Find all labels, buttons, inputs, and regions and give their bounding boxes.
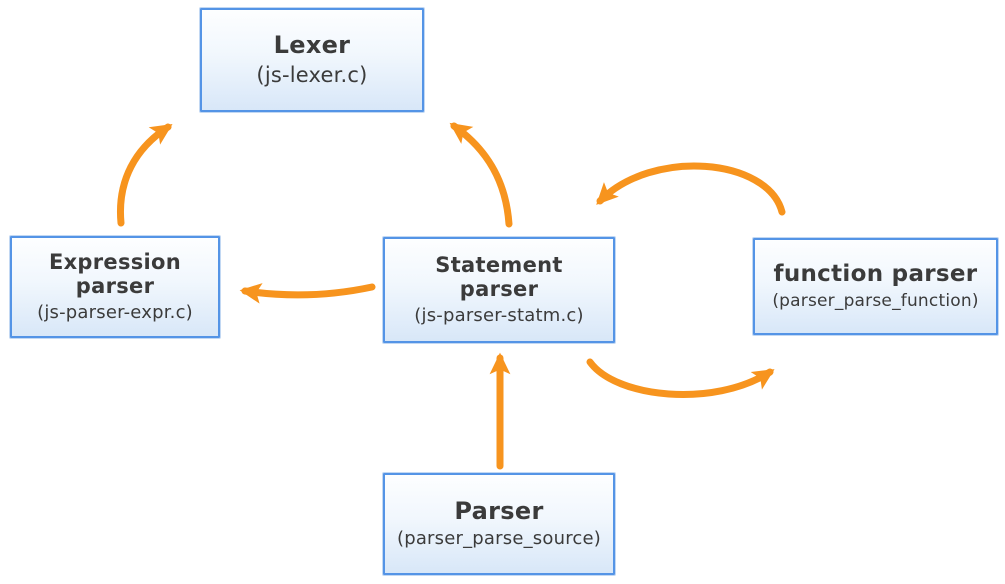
node-lexer-title: Lexer [273, 31, 351, 60]
arrow-function-parser-to-statement-parser [596, 162, 786, 216]
node-parser-title: Parser [454, 497, 544, 526]
arrow-expression-parser-to-lexer [116, 123, 173, 227]
arrow-statement-parser-to-lexer [449, 122, 513, 228]
node-statement-parser: Statement parser (js-parser-statm.c) [383, 237, 615, 343]
arrow-statement-parser-to-function-parser [586, 358, 775, 398]
node-expression-parser-title: Expression parser [48, 249, 182, 299]
node-lexer: Lexer (js-lexer.c) [200, 8, 424, 112]
node-parser-subtitle: (parser_parse_source) [396, 528, 602, 550]
node-function-parser-subtitle: (parser_parse_function) [772, 291, 979, 312]
node-function-parser: function parser (parser_parse_function) [753, 238, 998, 335]
node-statement-parser-subtitle: (js-parser-statm.c) [414, 305, 584, 327]
node-function-parser-title: function parser [773, 260, 978, 287]
node-expression-parser: Expression parser (js-parser-expr.c) [10, 236, 220, 338]
arrow-statement-parser-to-expression-parser [239, 283, 376, 304]
node-statement-parser-title: Statement parser [435, 252, 563, 302]
node-parser: Parser (parser_parse_source) [383, 473, 615, 575]
node-expression-parser-subtitle: (js-parser-expr.c) [37, 302, 193, 324]
node-lexer-subtitle: (js-lexer.c) [256, 62, 368, 87]
